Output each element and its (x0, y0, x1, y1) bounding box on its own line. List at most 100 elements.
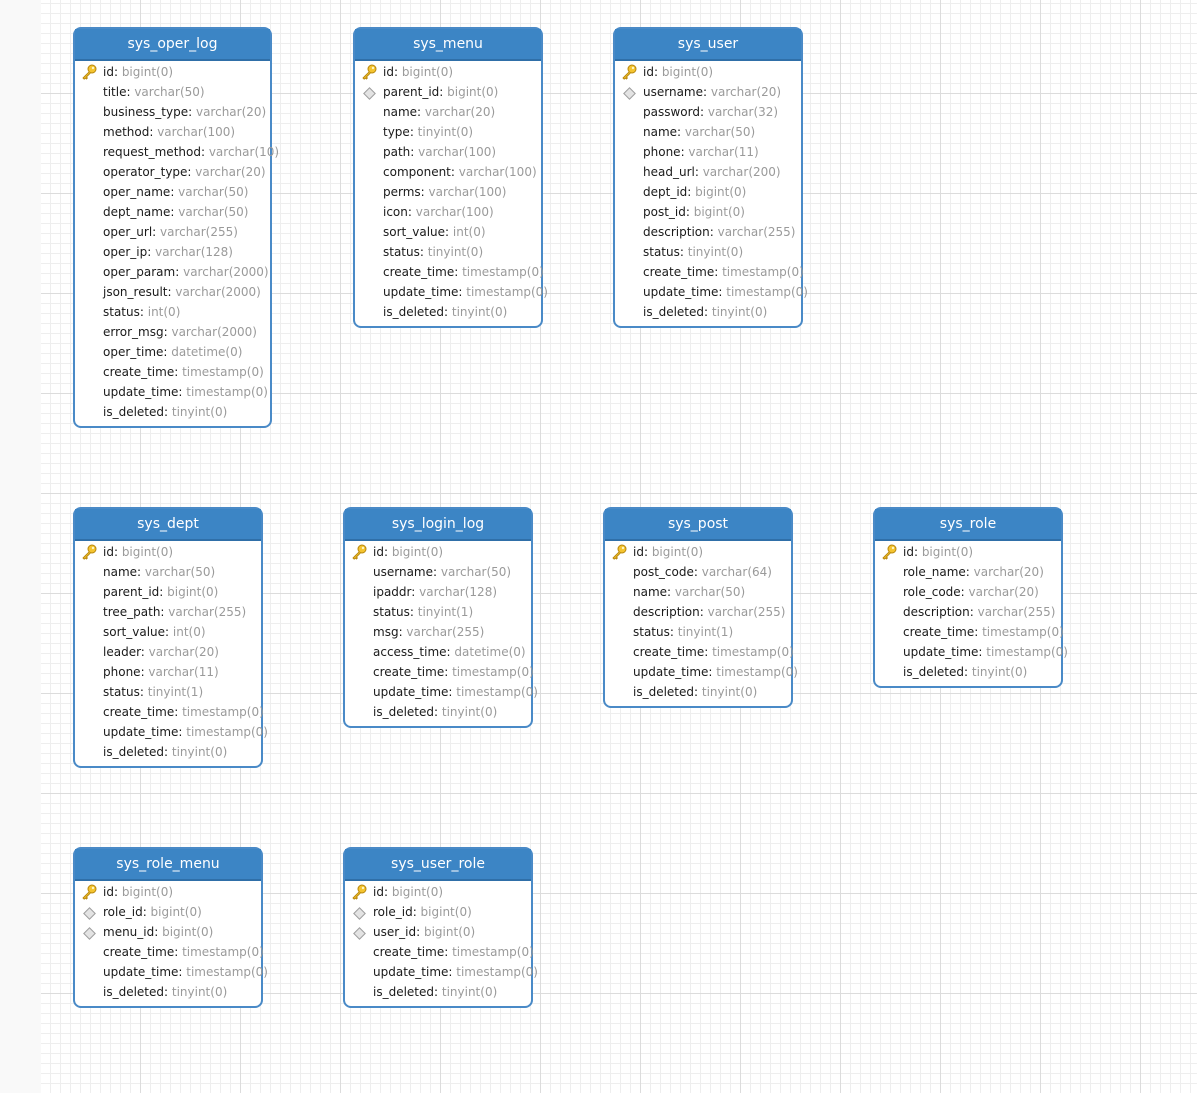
field-row[interactable]: parent_id: bigint(0) (355, 82, 541, 102)
field-row[interactable]: name: varchar(50) (605, 582, 791, 602)
field-row[interactable]: menu_id: bigint(0) (75, 922, 261, 942)
field-row[interactable]: description: varchar(255) (615, 222, 801, 242)
field-row[interactable]: phone: varchar(11) (75, 662, 261, 682)
field-row[interactable]: role_code: varchar(20) (875, 582, 1061, 602)
field-row[interactable]: is_deleted: tinyint(0) (75, 742, 261, 762)
field-row[interactable]: error_msg: varchar(2000) (75, 322, 270, 342)
field-row[interactable]: method: varchar(100) (75, 122, 270, 142)
field-row[interactable]: is_deleted: tinyint(0) (605, 682, 791, 702)
field-row[interactable]: id: bigint(0) (75, 542, 261, 562)
field-row[interactable]: id: bigint(0) (345, 542, 531, 562)
entity-sys-oper-log[interactable]: sys_oper_log id: bigint(0)title: varchar… (73, 27, 279, 428)
field-row[interactable]: password: varchar(32) (615, 102, 801, 122)
field-row[interactable]: is_deleted: tinyint(0) (75, 982, 261, 1002)
field-row[interactable]: oper_name: varchar(50) (75, 182, 270, 202)
field-row[interactable]: dept_id: bigint(0) (615, 182, 801, 202)
field-row[interactable]: oper_url: varchar(255) (75, 222, 270, 242)
field-row[interactable]: username: varchar(20) (615, 82, 801, 102)
field-row[interactable]: id: bigint(0) (875, 542, 1061, 562)
field-row[interactable]: status: tinyint(1) (75, 682, 261, 702)
field-row[interactable]: oper_time: datetime(0) (75, 342, 270, 362)
field-row[interactable]: create_time: timestamp(0) (75, 942, 264, 962)
field-row[interactable]: perms: varchar(100) (355, 182, 541, 202)
field-row[interactable]: post_id: bigint(0) (615, 202, 801, 222)
entity-sys-role[interactable]: sys_role id: bigint(0)role_name: varchar… (873, 507, 1068, 688)
field-row[interactable]: head_url: varchar(200) (615, 162, 801, 182)
field-row[interactable]: access_time: datetime(0) (345, 642, 531, 662)
field-row[interactable]: create_time: timestamp(0) (605, 642, 794, 662)
field-row[interactable]: description: varchar(255) (875, 602, 1061, 622)
field-row[interactable]: create_time: timestamp(0) (345, 662, 534, 682)
field-row[interactable]: update_time: timestamp(0) (875, 642, 1068, 662)
field-row[interactable]: is_deleted: tinyint(0) (345, 982, 531, 1002)
field-row[interactable]: msg: varchar(255) (345, 622, 531, 642)
entity-sys-role-menu[interactable]: sys_role_menu id: bigint(0)role_id: bigi… (73, 847, 268, 1008)
entity-sys-dept[interactable]: sys_dept id: bigint(0)name: varchar(50)p… (73, 507, 268, 768)
field-row[interactable]: update_time: timestamp(0) (355, 282, 548, 302)
field-row[interactable]: update_time: timestamp(0) (75, 382, 270, 402)
field-row[interactable]: id: bigint(0) (75, 62, 270, 82)
field-row[interactable]: business_type: varchar(20) (75, 102, 270, 122)
field-row[interactable]: name: varchar(50) (75, 562, 261, 582)
entity-sys-login-log[interactable]: sys_login_log id: bigint(0)username: var… (343, 507, 538, 728)
field-row[interactable]: id: bigint(0) (355, 62, 541, 82)
field-row[interactable]: id: bigint(0) (605, 542, 791, 562)
field-row[interactable]: name: varchar(20) (355, 102, 541, 122)
field-row[interactable]: create_time: timestamp(0) (615, 262, 804, 282)
field-row[interactable]: component: varchar(100) (355, 162, 541, 182)
entity-sys-user-role[interactable]: sys_user_role id: bigint(0)role_id: bigi… (343, 847, 538, 1008)
field-row[interactable]: update_time: timestamp(0) (75, 962, 268, 982)
field-row[interactable]: id: bigint(0) (615, 62, 801, 82)
field-row[interactable]: sort_value: int(0) (75, 622, 261, 642)
field-row[interactable]: sort_value: int(0) (355, 222, 541, 242)
field-row[interactable]: path: varchar(100) (355, 142, 541, 162)
field-row[interactable]: role_id: bigint(0) (345, 902, 531, 922)
field-row[interactable]: is_deleted: tinyint(0) (355, 302, 541, 322)
entity-sys-menu[interactable]: sys_menu id: bigint(0)parent_id: bigint(… (353, 27, 548, 328)
field-row[interactable]: status: tinyint(0) (355, 242, 541, 262)
field-row[interactable]: role_name: varchar(20) (875, 562, 1061, 582)
field-row[interactable]: title: varchar(50) (75, 82, 270, 102)
field-row[interactable]: oper_ip: varchar(128) (75, 242, 270, 262)
field-row[interactable]: type: tinyint(0) (355, 122, 541, 142)
field-row[interactable]: description: varchar(255) (605, 602, 791, 622)
field-row[interactable]: status: tinyint(1) (345, 602, 531, 622)
field-row[interactable]: phone: varchar(11) (615, 142, 801, 162)
field-row[interactable]: is_deleted: tinyint(0) (75, 402, 270, 422)
field-row[interactable]: post_code: varchar(64) (605, 562, 791, 582)
field-row[interactable]: oper_param: varchar(2000) (75, 262, 270, 282)
field-row[interactable]: name: varchar(50) (615, 122, 801, 142)
field-row[interactable]: create_time: timestamp(0) (355, 262, 544, 282)
field-row[interactable]: update_time: timestamp(0) (75, 722, 268, 742)
field-row[interactable]: create_time: timestamp(0) (345, 942, 534, 962)
field-row[interactable]: update_time: timestamp(0) (345, 682, 538, 702)
field-row[interactable]: status: tinyint(0) (615, 242, 801, 262)
field-row[interactable]: update_time: timestamp(0) (345, 962, 538, 982)
field-row[interactable]: status: tinyint(1) (605, 622, 791, 642)
entity-sys-post[interactable]: sys_post id: bigint(0)post_code: varchar… (603, 507, 798, 708)
field-row[interactable]: parent_id: bigint(0) (75, 582, 261, 602)
field-row[interactable]: request_method: varchar(10) (75, 142, 279, 162)
field-row[interactable]: status: int(0) (75, 302, 270, 322)
field-row[interactable]: is_deleted: tinyint(0) (345, 702, 531, 722)
field-row[interactable]: operator_type: varchar(20) (75, 162, 270, 182)
field-row[interactable]: create_time: timestamp(0) (75, 702, 264, 722)
field-row[interactable]: is_deleted: tinyint(0) (875, 662, 1061, 682)
field-row[interactable]: id: bigint(0) (75, 882, 261, 902)
field-row[interactable]: ipaddr: varchar(128) (345, 582, 531, 602)
field-row[interactable]: update_time: timestamp(0) (615, 282, 808, 302)
field-row[interactable]: role_id: bigint(0) (75, 902, 261, 922)
entity-sys-user[interactable]: sys_user id: bigint(0)username: varchar(… (613, 27, 808, 328)
field-row[interactable]: username: varchar(50) (345, 562, 531, 582)
field-row[interactable]: dept_name: varchar(50) (75, 202, 270, 222)
field-row[interactable]: create_time: timestamp(0) (75, 362, 270, 382)
field-row[interactable]: create_time: timestamp(0) (875, 622, 1064, 642)
field-row[interactable]: update_time: timestamp(0) (605, 662, 798, 682)
field-row[interactable]: icon: varchar(100) (355, 202, 541, 222)
diagram-canvas[interactable]: sys_oper_log id: bigint(0)title: varchar… (41, 0, 1197, 1093)
field-row[interactable]: tree_path: varchar(255) (75, 602, 261, 622)
field-row[interactable]: id: bigint(0) (345, 882, 531, 902)
field-row[interactable]: leader: varchar(20) (75, 642, 261, 662)
field-row[interactable]: is_deleted: tinyint(0) (615, 302, 801, 322)
field-row[interactable]: user_id: bigint(0) (345, 922, 531, 942)
